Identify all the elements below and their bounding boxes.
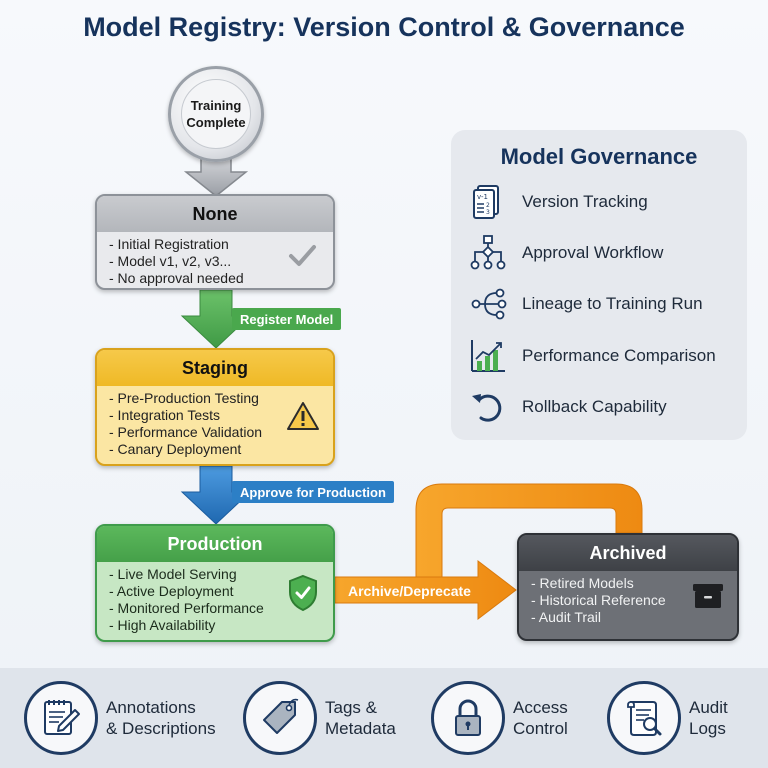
feature-label-line: Access [513,698,568,717]
stage-production-item: - Active Deployment [109,583,234,599]
feature-audit-logs: Audit Logs [607,680,728,756]
governance-item-lineage: Lineage to Training Run [469,284,703,324]
governance-item-rollback: Rollback Capability [469,387,667,427]
governance-item-label: Version Tracking [522,192,648,211]
governance-item-version-tracking: v-1 2 3 Version Tracking [469,182,648,222]
svg-text:3: 3 [486,209,490,216]
governance-title: Model Governance [500,144,698,169]
stage-staging-item: - Performance Validation [109,424,263,440]
stage-none-list: - Initial Registration - Model v1, v2, v… [97,232,333,288]
rollback-icon [472,394,502,422]
feature-label-line: Audit [689,698,728,717]
feature-label-line: Annotations [106,698,196,717]
approve-for-production-label: Approve for Production [232,481,394,503]
governance-item-label: Approval Workflow [522,243,664,262]
register-model-label: Register Model [232,308,342,330]
feature-icon-circle [431,681,505,755]
start-node-line2: Complete [186,115,246,130]
stage-archived: Archived - Retired Models - Historical R… [517,533,739,641]
feature-icon-circle [243,681,317,755]
stage-production-item: - High Availability [109,617,216,633]
governance-item-approval-workflow: Approval Workflow [469,233,663,273]
stage-none: None - Initial Registration - Model v1, … [95,194,335,290]
bar-chart-icon [471,340,505,372]
governance-item-label: Lineage to Training Run [522,294,703,313]
audit-log-icon [627,701,662,736]
stage-archived-item: - Audit Trail [531,609,602,625]
stage-production: Production - Live Model Serving - Active… [95,524,335,642]
stage-production-item: - Monitored Performance [109,600,264,616]
stage-archived-item: - Historical Reference [531,592,666,608]
feature-icon-circle [607,681,681,755]
stage-staging-item: - Integration Tests [109,407,221,423]
stage-staging-title: Staging [97,350,333,386]
stage-production-item: - Live Model Serving [109,566,237,582]
stage-production-list: - Live Model Serving - Active Deployment… [97,562,333,638]
archive-box-icon [693,584,723,608]
version-document-icon: v-1 2 3 [473,185,499,219]
feature-icon-circle [24,681,98,755]
shield-check-icon [289,574,317,612]
start-to-none-arrow [183,157,249,197]
feature-label-line: Control [513,719,568,738]
stage-production-title: Production [97,526,333,562]
start-node-line1: Training [190,98,242,113]
stage-none-item: - Initial Registration [109,236,229,252]
feature-label-line: Logs [689,719,726,738]
stage-archived-list: - Retired Models - Historical Reference … [519,571,737,630]
stage-none-item: - No approval needed [109,270,244,286]
lineage-icon [471,288,507,320]
stage-none-item: - Model v1, v2, v3... [109,253,232,269]
tag-icon [263,698,299,734]
feature-access-control: Access Control [431,680,568,756]
training-complete-node: Training Complete [168,66,264,162]
svg-text:2: 2 [486,202,490,209]
feature-bar: Annotations & Descriptions Tags & Metada… [0,668,768,768]
lock-icon [455,699,481,736]
stage-none-title: None [97,196,333,232]
archive-deprecate-label: Archive/Deprecate [348,583,471,599]
stage-archived-item: - Retired Models [531,575,634,591]
register-arrow [180,289,252,349]
feature-tags: Tags & Metadata [243,680,396,756]
page-title: Model Registry: Version Control & Govern… [83,12,685,42]
stage-archived-title: Archived [519,535,737,571]
feature-annotations: Annotations & Descriptions [24,680,216,756]
feature-label-line: Metadata [325,719,396,738]
approve-arrow [180,465,252,525]
notepad-pencil-icon [44,700,80,735]
feature-label-line: Tags & [325,698,377,717]
model-governance-panel: Model Governance v-1 2 3 Version Trackin… [451,130,747,440]
stage-staging-item: - Canary Deployment [109,441,242,457]
governance-item-label: Performance Comparison [522,346,716,365]
feature-label-line: & Descriptions [106,719,216,738]
governance-item-performance-comparison: Performance Comparison [469,336,716,376]
svg-text:v-1: v-1 [477,193,488,201]
archive-arrow [334,559,517,621]
workflow-icon [470,235,506,270]
stage-staging-item: - Pre-Production Testing [109,390,259,406]
stage-staging-list: - Pre-Production Testing - Integration T… [97,386,333,462]
warning-icon [287,402,319,430]
stage-staging: Staging - Pre-Production Testing - Integ… [95,348,335,466]
checkmark-icon [289,245,316,266]
governance-item-label: Rollback Capability [522,397,667,416]
